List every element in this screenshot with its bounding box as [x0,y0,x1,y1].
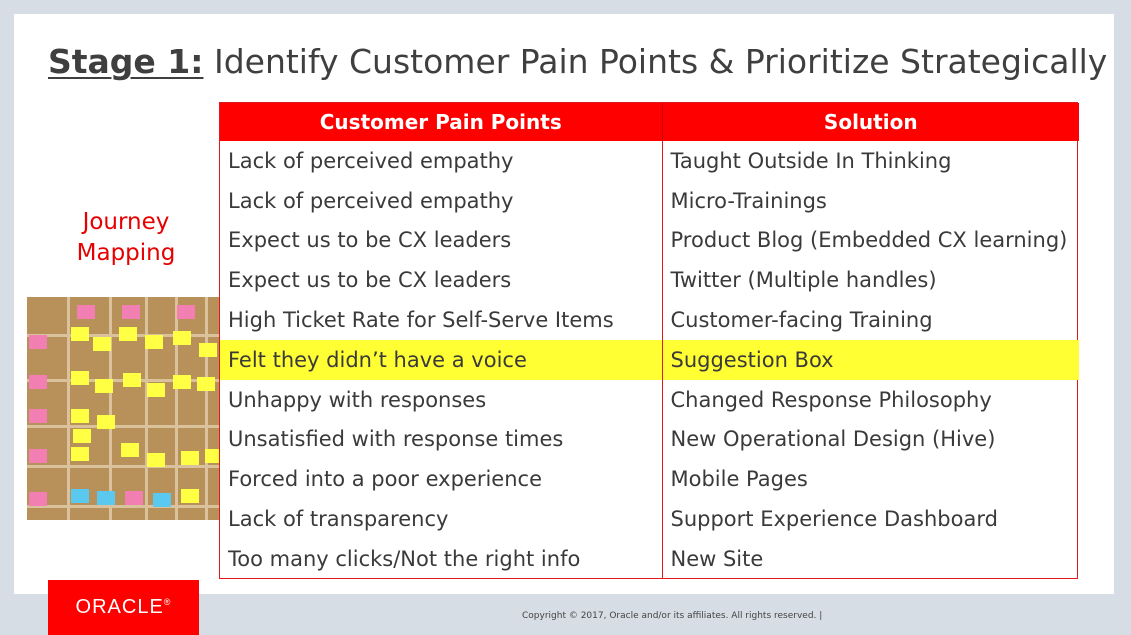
board-grid-line [27,425,219,428]
pain-point-cell: Unsatisfied with response times [220,419,663,460]
table-row: High Ticket Rate for Self-Serve Items Cus… [220,300,1079,340]
solution-cell: Taught Outside In Thinking [670,148,952,173]
solution-cell: Mobile Pages [670,467,808,492]
journey-map-image [27,297,219,520]
oracle-registered-mark: ® [163,597,172,607]
sticky-note [197,377,215,391]
sticky-note [29,449,47,463]
solution-cell: Customer-facing Training [670,308,933,333]
table-header-row: Customer Pain Points Solution [220,103,1079,141]
solution-cell: Suggestion Box [662,339,1079,380]
pain-point-cell: Forced into a poor experience [220,459,663,500]
table-row: Unhappy with responses Changed Response P… [220,379,1079,420]
sticky-note [121,443,139,457]
pain-points-table: Customer Pain Points Solution Lack of pe… [219,102,1079,579]
sticky-note [119,327,137,341]
board-grid-line [145,297,148,520]
table-row: Lack of perceived empathy Micro-Trainings [220,180,1079,221]
solution-cell: Support Experience Dashboard [670,507,998,532]
table-row: Unsatisfied with response times New Opera… [220,419,1079,460]
board-grid-line [27,505,219,508]
pain-point-cell: Expect us to be CX leaders [220,260,663,301]
title-text: Identify Customer Pain Points & Prioriti… [203,42,1108,81]
pain-point-cell: Expect us to be CX leaders [220,220,663,261]
board-grid-line [27,465,219,468]
table-row: Expect us to be CX leaders Product Blog (… [220,220,1079,261]
sticky-note [173,375,191,389]
pain-point-cell: High Ticket Rate for Self-Serve Items [220,300,663,340]
sticky-note [71,327,89,341]
sticky-note [147,383,165,397]
sticky-note [95,379,113,393]
sticky-note [71,447,89,461]
sticky-note [122,305,140,319]
sticky-note [97,491,115,505]
board-grid-line [109,297,112,520]
sticky-note [125,491,143,505]
board-grid-line [67,297,70,520]
sticky-note [93,337,111,351]
board-grid-line [205,297,208,520]
sticky-note [71,409,89,423]
table-row: Expect us to be CX leaders Twitter (Multi… [220,260,1079,301]
oracle-logo: ORACLE® [48,580,199,635]
header-solution: Solution [662,103,1079,141]
sticky-note [29,409,47,423]
pain-point-cell: Felt they didn’t have a voice [220,339,663,380]
pain-point-cell: Lack of perceived empathy [220,141,663,181]
sticky-note [29,335,47,349]
table-row: Forced into a poor experience Mobile Page… [220,459,1079,500]
solution-cell: Changed Response Philosophy [670,387,992,412]
pain-point-cell: Unhappy with responses [220,379,663,420]
solution-cell: New Site [670,546,764,571]
sticky-note [181,489,199,503]
table-row: Too many clicks/Not the right info New Si… [220,538,1079,579]
sticky-note [77,305,95,319]
pain-point-cell: Lack of transparency [220,499,663,539]
table-row: Lack of perceived empathy Taught Outside … [220,141,1079,181]
slide-title: Stage 1: Identify Customer Pain Points &… [48,42,1107,82]
journey-mapping-label: Journey Mapping [56,207,196,269]
header-pain-points: Customer Pain Points [220,103,663,141]
sticky-note [199,343,217,357]
sticky-note [153,493,171,507]
sticky-note [177,305,195,319]
sticky-note [123,373,141,387]
solution-cell: Micro-Trainings [670,188,827,213]
sticky-note [73,429,91,443]
sticky-note [29,375,47,389]
copyright-text: Copyright © 2017, Oracle and/or its affi… [522,611,823,621]
sticky-note [29,492,47,506]
journey-label-line1: Journey [82,209,170,235]
sticky-note [173,331,191,345]
pain-point-cell: Too many clicks/Not the right info [220,538,663,579]
solution-cell: Twitter (Multiple handles) [670,268,937,293]
stage-label: Stage 1: [48,42,204,81]
solution-cell: New Operational Design (Hive) [670,427,996,452]
sticky-note [145,335,163,349]
sticky-note [71,371,89,385]
sticky-note [205,449,219,463]
table-row: Lack of transparency Support Experience D… [220,499,1079,539]
slide: Stage 1: Identify Customer Pain Points &… [14,14,1114,594]
sticky-note [181,451,199,465]
sticky-note [147,453,165,467]
pain-point-cell: Lack of perceived empathy [220,180,663,221]
journey-label-line2: Mapping [76,240,176,266]
sticky-note [71,489,89,503]
solution-cell: Product Blog (Embedded CX learning) [670,228,1068,253]
board-grid-line [175,297,178,520]
sticky-note [97,415,115,429]
oracle-logo-text: ORACLE [75,596,164,618]
